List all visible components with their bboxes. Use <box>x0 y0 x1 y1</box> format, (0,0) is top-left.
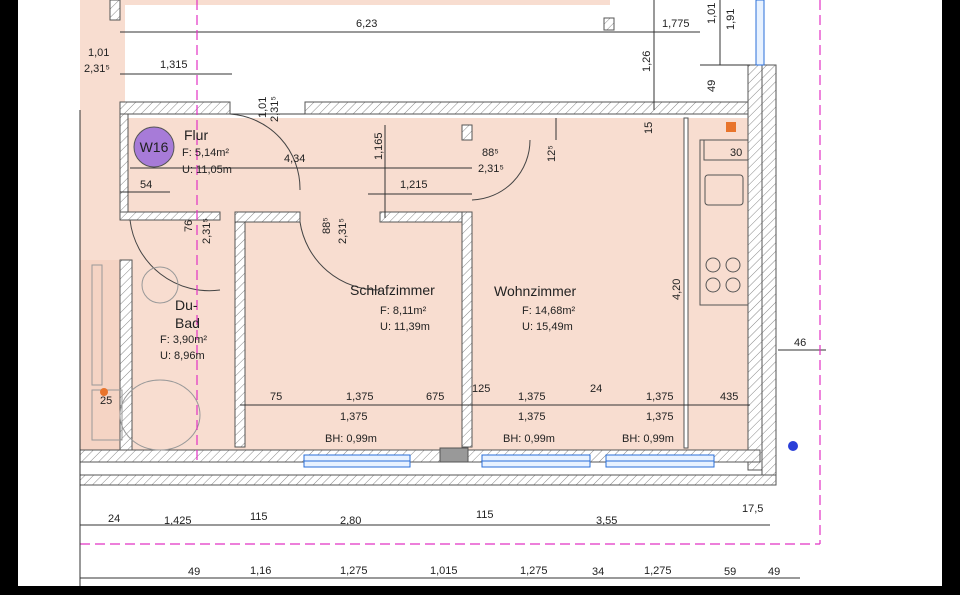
dim-label: 1,315 <box>160 59 188 71</box>
room-name-wohnzimmer: Wohnzimmer <box>494 283 577 299</box>
room-perimeter-wohnzimmer: U: 15,49m <box>522 321 573 333</box>
dim-label: 24 <box>108 513 120 525</box>
dim-label: 54 <box>140 179 152 191</box>
room-badge: W16 <box>133 126 175 168</box>
dim-label: BH: 0,99m <box>325 433 377 445</box>
dim-label: 49 <box>768 566 780 578</box>
dim-label: 1,01 <box>257 97 269 118</box>
room-name-schlafzimmer: Schlafzimmer <box>350 282 435 298</box>
dim-label: 46 <box>794 337 806 349</box>
dim-label: 1,275 <box>340 565 368 577</box>
dim-label: 2,31⁵ <box>84 63 110 75</box>
dim-label: 88⁵ <box>482 147 499 159</box>
dim-label: 1,01 <box>706 3 718 24</box>
dim-label: 49 <box>706 80 718 92</box>
dim-label: 2,31⁵ <box>269 96 281 122</box>
top-strip <box>110 0 610 5</box>
apartment-floor <box>125 118 750 450</box>
dim-label: 125 <box>472 383 490 395</box>
dim-label: 30 <box>730 147 742 159</box>
dim-label: 1,215 <box>400 179 428 191</box>
dim-label: 1,375 <box>340 411 368 423</box>
dimension-lines <box>80 0 826 579</box>
blue-dot-marker <box>788 441 798 451</box>
dim-label: 1,775 <box>662 18 690 30</box>
dim-label: 34 <box>592 566 604 578</box>
walls <box>79 0 777 486</box>
dim-label: 1,375 <box>346 391 374 403</box>
dim-label: 1,91 <box>725 9 737 30</box>
room-area-schlafzimmer: F: 8,11m² <box>380 305 427 317</box>
windows <box>303 0 765 468</box>
dim-label: 1,16 <box>250 565 271 577</box>
dim-label: 1,01 <box>88 47 109 59</box>
badge-circle <box>133 126 175 168</box>
dim-label: 1,375 <box>518 411 546 423</box>
section-lines <box>80 0 821 545</box>
dim-label: 115 <box>250 511 268 523</box>
dim-label: 88⁵ <box>321 217 333 234</box>
dim-label: 675 <box>426 391 444 403</box>
dim-label: 1,275 <box>644 565 672 577</box>
room-name-bad-2: Bad <box>175 315 200 331</box>
dim-label: 1,015 <box>430 565 458 577</box>
room-perimeter-flur: U: 11,05m <box>182 164 232 176</box>
dim-label: 2,31⁵ <box>337 218 349 244</box>
kitchen <box>699 139 749 306</box>
room-perimeter-schlafzimmer: U: 11,39m <box>380 321 430 333</box>
dim-label: 17,5 <box>742 503 763 515</box>
dim-label: 1,26 <box>641 51 653 72</box>
dim-label: 1,375 <box>646 411 674 423</box>
dimension-labels: 6,23 1,775 1,01 1,91 1,26 49 1,01 2,31⁵ … <box>84 3 806 578</box>
dim-label: 12⁵ <box>546 145 558 162</box>
dim-label: 1,425 <box>164 515 192 527</box>
door-swings <box>129 113 531 292</box>
dim-label: 25 <box>100 395 112 407</box>
drain-marker <box>100 388 108 396</box>
dim-label: 49 <box>188 566 200 578</box>
dim-label: 2,80 <box>340 515 361 527</box>
dim-label: BH: 0,99m <box>503 433 555 445</box>
dim-label: 59 <box>724 566 736 578</box>
dim-label: 115 <box>476 509 494 521</box>
dim-label: 1,165 <box>373 132 385 160</box>
dim-label: 435 <box>720 391 738 403</box>
dim-label: BH: 0,99m <box>622 433 674 445</box>
dim-label: 1,375 <box>518 391 546 403</box>
dim-label: 24 <box>590 383 602 395</box>
room-area-bad: F: 3,90m² <box>160 334 207 346</box>
dim-label: 4,20 <box>671 279 683 300</box>
room-name-flur: Flur <box>184 127 208 143</box>
dim-label: 2,31⁵ <box>201 218 213 244</box>
room-area-flur: F: 5,14m² <box>182 147 229 159</box>
badge-label: W16 <box>140 139 169 155</box>
dim-label: 1,275 <box>520 565 548 577</box>
room-area-wohnzimmer: F: 14,68m² <box>522 305 576 317</box>
outlet-marker <box>726 122 736 132</box>
dim-label: 15 <box>643 122 655 134</box>
dim-label: 75 <box>270 391 282 403</box>
room-perimeter-bad: U: 8,96m <box>160 350 205 362</box>
dim-label: 76 <box>183 220 195 232</box>
dim-label: 2,31⁵ <box>478 163 504 175</box>
dim-label: 1,375 <box>646 391 674 403</box>
room-name-bad-1: Du- <box>175 297 198 313</box>
dim-label: 4,34 <box>284 153 305 165</box>
dim-label: 6,23 <box>356 18 377 30</box>
dim-label: 3,55 <box>596 515 617 527</box>
